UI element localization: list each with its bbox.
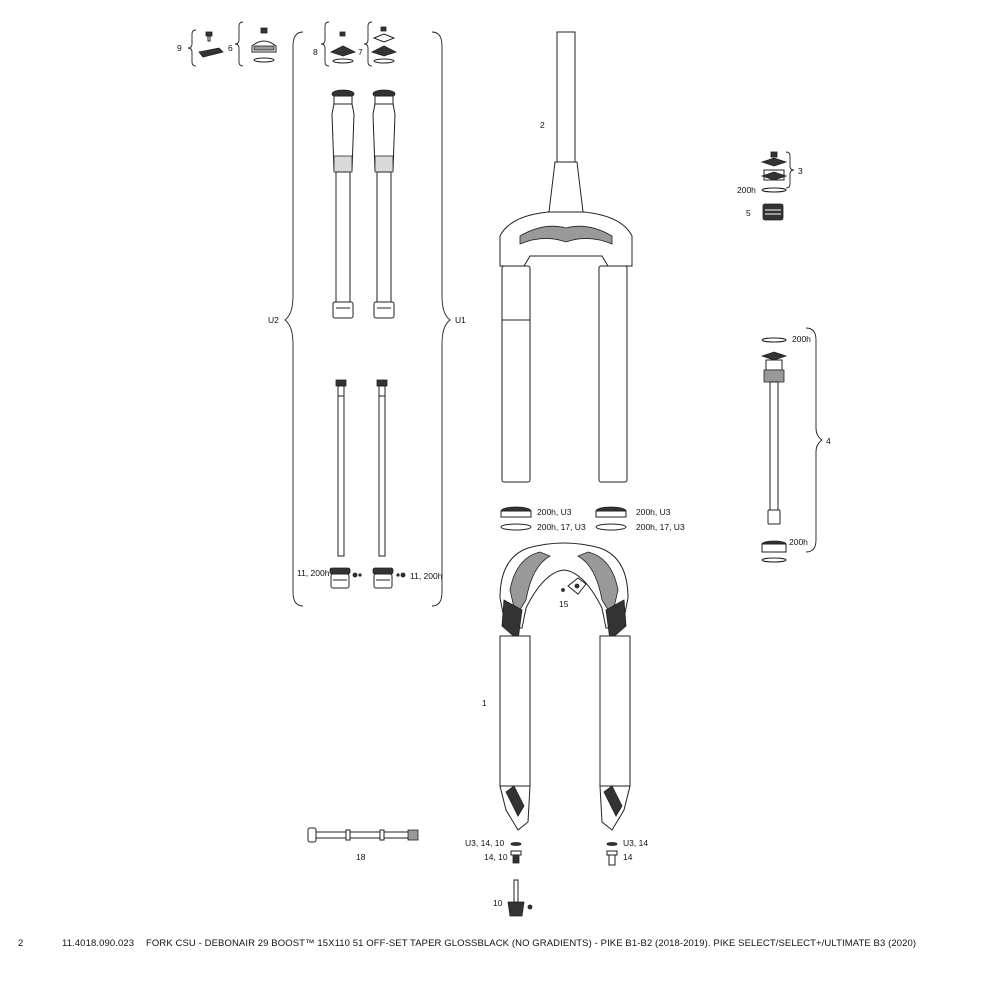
part-description: FORK CSU - DEBONAIR 29 BOOST™ 15X110 51 … bbox=[146, 938, 917, 949]
label-seal-left-1: 200h, U3 bbox=[537, 507, 572, 517]
part-6-top-cap bbox=[234, 21, 277, 67]
part-9-top-cap-knob bbox=[187, 29, 224, 67]
label-8: 8 bbox=[313, 47, 318, 57]
brace-u1 bbox=[431, 31, 451, 607]
part-8-top-cap bbox=[320, 21, 357, 67]
air-spring-assembly-right bbox=[372, 89, 396, 319]
label-7: 7 bbox=[358, 47, 363, 57]
label-15: 15 bbox=[559, 599, 569, 609]
bolt-right bbox=[606, 842, 618, 866]
shaft-left bbox=[329, 379, 362, 589]
label-bolt-left-2: 14, 10 bbox=[484, 852, 508, 862]
part-1-lower-legs bbox=[499, 542, 631, 831]
label-bolt-right-1: U3, 14 bbox=[623, 838, 648, 848]
label-18: 18 bbox=[356, 852, 366, 862]
part-18-axle bbox=[307, 827, 419, 843]
label-4-bottom: 200h bbox=[789, 537, 808, 547]
shaft-right bbox=[372, 379, 406, 589]
label-nut-left: 11, 200h bbox=[297, 568, 330, 578]
part-10-bolt bbox=[507, 879, 533, 917]
air-spring-assembly-left bbox=[331, 89, 355, 319]
seals-right bbox=[595, 506, 627, 531]
part-3-damper-top bbox=[760, 151, 795, 193]
page-number: 2 bbox=[18, 938, 24, 949]
part-number: 11.4018.090.023 bbox=[62, 938, 135, 949]
label-u2: U2 bbox=[268, 315, 279, 325]
label-3: 3 bbox=[798, 166, 803, 176]
part-2-crown-steerer-uppers bbox=[499, 31, 633, 483]
label-10: 10 bbox=[493, 898, 503, 908]
part-15-plate bbox=[561, 577, 587, 595]
label-4-top: 200h bbox=[792, 334, 811, 344]
label-nut-right: 11, 200h bbox=[410, 571, 443, 581]
label-6: 6 bbox=[228, 43, 233, 53]
label-4: 4 bbox=[826, 436, 831, 446]
part-4-damper-cartridge bbox=[760, 327, 823, 563]
label-bolt-right-2: 14 bbox=[623, 852, 633, 862]
label-2: 2 bbox=[540, 120, 545, 130]
label-1: 1 bbox=[482, 698, 487, 708]
label-seal-right-1: 200h, U3 bbox=[636, 507, 671, 517]
seals-left bbox=[500, 506, 532, 531]
label-seal-right-2: 200h, 17, U3 bbox=[636, 522, 685, 532]
part-7-top-cap bbox=[363, 21, 398, 67]
footer: 2 11.4018.090.023 FORK CSU - DEBONAIR 29… bbox=[0, 938, 1000, 952]
label-9: 9 bbox=[177, 43, 182, 53]
bolt-left bbox=[510, 842, 522, 864]
label-u1: U1 bbox=[455, 315, 466, 325]
label-5: 5 bbox=[746, 208, 751, 218]
label-bolt-left-1: U3, 14, 10 bbox=[465, 838, 504, 848]
label-seal-left-2: 200h, 17, U3 bbox=[537, 522, 586, 532]
part-5-cap bbox=[762, 203, 784, 221]
brace-u2 bbox=[284, 31, 304, 607]
label-3-sub: 200h bbox=[737, 185, 756, 195]
